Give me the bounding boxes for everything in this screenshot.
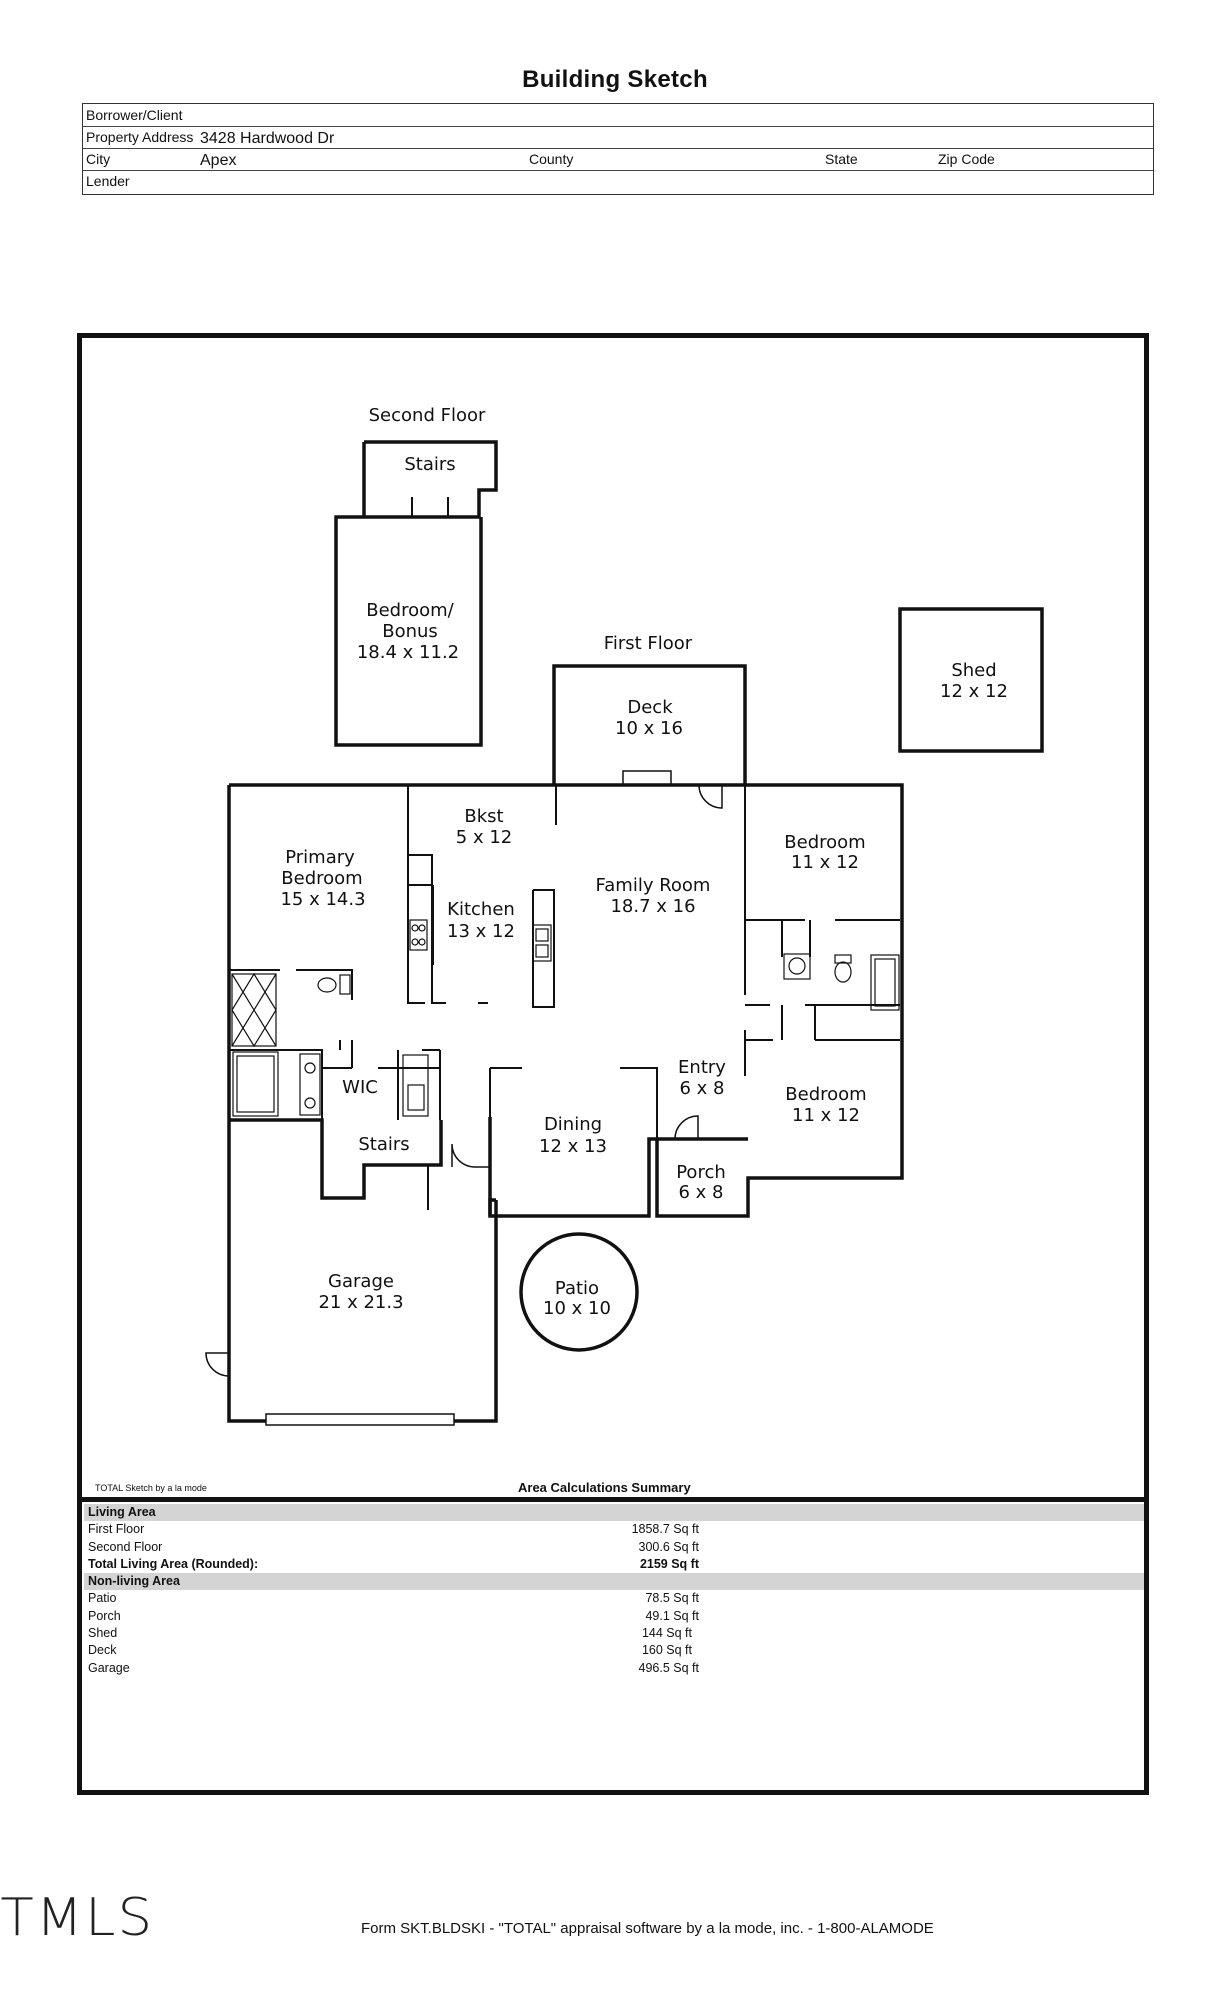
address-row: Property Address 3428 Hardwood Dr bbox=[83, 126, 1153, 149]
area-summary-table: Living Area First Floor 1858.7 Sq ft Sec… bbox=[84, 1504, 1144, 1677]
shed-label: Shed bbox=[951, 660, 996, 681]
bonus-label-line1: Bedroom/ bbox=[366, 600, 454, 621]
summary-row: Garage 496.5 Sq ft bbox=[84, 1660, 1144, 1677]
nonliving-area-header-text: Non-living Area bbox=[88, 1574, 180, 1589]
form-footer: Form SKT.BLDSKI - "TOTAL" appraisal soft… bbox=[361, 1920, 934, 1937]
bedroom-2-label: Bedroom bbox=[785, 1084, 866, 1105]
page-title: Building Sketch bbox=[522, 66, 708, 93]
shed-outline bbox=[898, 607, 1044, 753]
summary-row: Porch 49.1 Sq ft bbox=[84, 1608, 1144, 1625]
summary-row-value: 49.1 Sq ft bbox=[645, 1608, 699, 1623]
summary-row-name: Garage bbox=[88, 1660, 130, 1675]
kitchen-dimensions: 13 x 12 bbox=[447, 921, 515, 942]
total-living-name: Total Living Area (Rounded): bbox=[88, 1556, 259, 1571]
borrower-row: Borrower/Client bbox=[83, 104, 1153, 127]
bonus-dimensions: 18.4 x 11.2 bbox=[357, 642, 459, 663]
summary-row-value: 1858.7 Sq ft bbox=[631, 1522, 699, 1537]
primary-label-line2: Bedroom bbox=[281, 868, 362, 889]
family-room-label: Family Room bbox=[596, 875, 711, 896]
deck-dimensions: 10 x 16 bbox=[615, 718, 683, 739]
summary-row: Second Floor 300.6 Sq ft bbox=[84, 1539, 1144, 1556]
summary-divider bbox=[77, 1497, 1149, 1502]
patio-outline bbox=[519, 1232, 639, 1352]
bathtub-icon bbox=[232, 1051, 279, 1117]
summary-row-value: 496.5 Sq ft bbox=[638, 1660, 699, 1675]
family-room-dimensions: 18.7 x 16 bbox=[610, 896, 695, 917]
bkst-label: Bkst bbox=[464, 806, 503, 827]
summary-row-value: 78.5 Sq ft bbox=[645, 1591, 699, 1606]
porch-label: Porch bbox=[676, 1162, 726, 1183]
summary-row: First Floor 1858.7 Sq ft bbox=[84, 1521, 1144, 1538]
tmls-logo: TMLS bbox=[0, 1888, 155, 1948]
summary-row-name: First Floor bbox=[88, 1522, 145, 1537]
stairs-lower-label: Stairs bbox=[358, 1134, 409, 1155]
dining-dimensions: 12 x 13 bbox=[539, 1136, 607, 1157]
summary-row-value: 300.6 Sq ft bbox=[638, 1539, 699, 1554]
address-value: 3428 Hardwood Dr bbox=[200, 130, 335, 147]
stove-icon bbox=[409, 919, 428, 951]
address-label: Property Address bbox=[86, 129, 194, 145]
summary-row-name: Patio bbox=[88, 1591, 117, 1606]
entry-label: Entry bbox=[678, 1057, 726, 1078]
sketch-frame bbox=[77, 333, 1149, 1795]
summary-row-name: Shed bbox=[88, 1626, 118, 1641]
summary-row: Deck 160 Sq ft bbox=[84, 1642, 1144, 1659]
summary-row: Patio 78.5 Sq ft bbox=[84, 1590, 1144, 1607]
entry-dimensions: 6 x 8 bbox=[680, 1078, 725, 1099]
patio-dimensions: 10 x 10 bbox=[543, 1298, 611, 1319]
bkst-dimensions: 5 x 12 bbox=[456, 827, 512, 848]
county-label: County bbox=[529, 151, 574, 167]
garage-label: Garage bbox=[328, 1271, 394, 1292]
deck-outline bbox=[552, 664, 747, 785]
summary-row-name: Porch bbox=[88, 1608, 121, 1623]
lender-row: Lender bbox=[83, 170, 1153, 192]
total-living-value: 2159 Sq ft bbox=[639, 1556, 699, 1571]
shed-dimensions: 12 x 12 bbox=[940, 681, 1008, 702]
garage-dimensions: 21 x 21.3 bbox=[318, 1292, 403, 1313]
city-label: City bbox=[86, 151, 111, 167]
sketch-credit: TOTAL Sketch by a la mode bbox=[95, 1483, 207, 1493]
first-floor-label: First Floor bbox=[604, 633, 693, 654]
borrower-label: Borrower/Client bbox=[86, 107, 183, 123]
kitchen-label: Kitchen bbox=[447, 899, 515, 920]
state-label: State bbox=[825, 151, 858, 167]
lender-label: Lender bbox=[86, 173, 130, 189]
deck-label: Deck bbox=[627, 697, 673, 718]
city-row: City Apex County State Zip Code bbox=[83, 148, 1153, 171]
nonliving-area-header: Non-living Area bbox=[84, 1573, 1144, 1591]
zip-label: Zip Code bbox=[938, 151, 995, 167]
sink-icon bbox=[532, 924, 552, 962]
porch-dimensions: 6 x 8 bbox=[679, 1182, 724, 1203]
dining-label: Dining bbox=[544, 1114, 602, 1135]
primary-dimensions: 15 x 14.3 bbox=[280, 889, 365, 910]
patio-label: Patio bbox=[555, 1278, 599, 1299]
summary-row-name: Second Floor bbox=[88, 1539, 163, 1554]
summary-row-value: 144 Sq ft bbox=[641, 1626, 692, 1641]
bedroom-1-dimensions: 11 x 12 bbox=[791, 852, 859, 873]
total-living-row: Total Living Area (Rounded): 2159 Sq ft bbox=[84, 1556, 1144, 1573]
city-value: Apex bbox=[200, 152, 237, 169]
wic-label: WIC bbox=[342, 1077, 378, 1098]
living-area-header-text: Living Area bbox=[88, 1505, 156, 1519]
summary-title: Area Calculations Summary bbox=[518, 1480, 691, 1495]
summary-row-value: 160 Sq ft bbox=[641, 1643, 692, 1658]
second-floor-outline bbox=[334, 440, 498, 747]
bedroom-2-dimensions: 11 x 12 bbox=[792, 1105, 860, 1126]
property-header-table: Borrower/Client Property Address 3428 Ha… bbox=[82, 103, 1154, 195]
summary-row: Shed 144 Sq ft bbox=[84, 1625, 1144, 1642]
living-area-header: Living Area bbox=[84, 1504, 1144, 1522]
second-floor-label: Second Floor bbox=[369, 405, 486, 426]
primary-label-line1: Primary bbox=[285, 847, 355, 868]
bonus-label-line2: Bonus bbox=[382, 621, 438, 642]
bedroom-1-label: Bedroom bbox=[784, 832, 865, 853]
summary-row-name: Deck bbox=[88, 1643, 117, 1658]
stairs-upper-label: Stairs bbox=[404, 454, 455, 475]
